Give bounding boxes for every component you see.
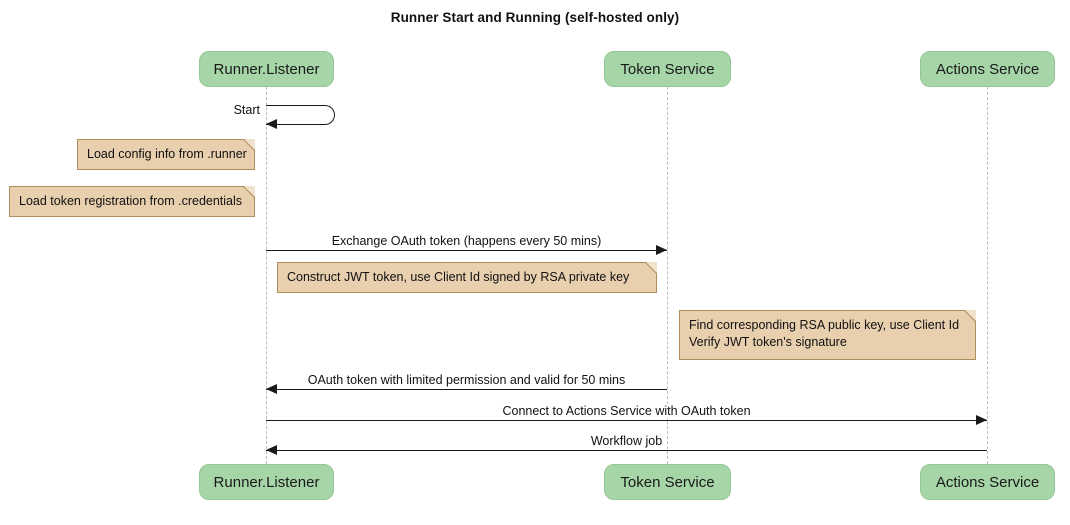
self-message-loop-start <box>266 105 335 125</box>
arrowhead-exchange-oauth-token <box>656 245 667 256</box>
participant-label: Token Service <box>620 61 715 78</box>
participant-label: Actions Service <box>935 61 1040 78</box>
message-label-text: OAuth token with limited permission and … <box>304 373 629 387</box>
message-label-text: Exchange OAuth token (happens every 50 m… <box>328 234 605 248</box>
message-label-text: Workflow job <box>587 434 666 448</box>
message-line-exchange-oauth-token <box>266 250 667 251</box>
lifeline-token <box>667 87 668 464</box>
lifeline-actions <box>987 87 988 464</box>
participant-label: Runner.Listener <box>213 61 320 78</box>
note-fold-corner-icon <box>244 139 255 150</box>
participant-token-bottom[interactable]: Token Service <box>604 464 731 500</box>
arrowhead-workflow-job <box>266 445 277 456</box>
note-fold-corner-icon <box>646 262 657 273</box>
note-text: Construct JWT token, use Client Id signe… <box>287 270 630 284</box>
note-verify-jwt: Find corresponding RSA public key, use C… <box>679 310 976 360</box>
message-label-text: Connect to Actions Service with OAuth to… <box>499 404 754 418</box>
message-label-workflow-job: Workflow job <box>266 434 987 448</box>
participant-label: Token Service <box>620 474 715 491</box>
participant-label: Actions Service <box>935 474 1040 491</box>
note-fold-corner-icon <box>965 310 976 321</box>
note-text: Load config info from .runner <box>87 147 247 161</box>
message-line-oauth-token-response <box>266 389 667 390</box>
note-text: Load token registration from .credential… <box>19 194 243 208</box>
message-label-connect-actions-service: Connect to Actions Service with OAuth to… <box>266 404 987 418</box>
arrowhead-connect-actions-service <box>976 415 987 426</box>
message-label-oauth-token-response: OAuth token with limited permission and … <box>266 373 667 387</box>
participant-actions-top[interactable]: Actions Service <box>920 51 1055 87</box>
note-load-config: Load config info from .runner <box>77 139 255 170</box>
message-label-exchange-oauth-token: Exchange OAuth token (happens every 50 m… <box>266 234 667 248</box>
participant-actions-bottom[interactable]: Actions Service <box>920 464 1055 500</box>
arrowhead-start <box>266 119 277 130</box>
message-line-connect-actions-service <box>266 420 987 421</box>
participant-label: Runner.Listener <box>213 474 320 491</box>
note-fold-corner-icon <box>244 186 255 197</box>
note-load-token-registration: Load token registration from .credential… <box>9 186 255 217</box>
participant-runner-bottom[interactable]: Runner.Listener <box>199 464 334 500</box>
note-text: Find corresponding RSA public key, use C… <box>689 318 960 349</box>
participant-token-top[interactable]: Token Service <box>604 51 731 87</box>
note-construct-jwt: Construct JWT token, use Client Id signe… <box>277 262 657 293</box>
participant-runner-top[interactable]: Runner.Listener <box>199 51 334 87</box>
self-message-label-start: Start <box>233 103 260 117</box>
message-line-workflow-job <box>266 450 987 451</box>
page-title: Runner Start and Running (self-hosted on… <box>390 10 680 25</box>
lifeline-runner <box>266 87 267 464</box>
arrowhead-oauth-token-response <box>266 384 277 395</box>
